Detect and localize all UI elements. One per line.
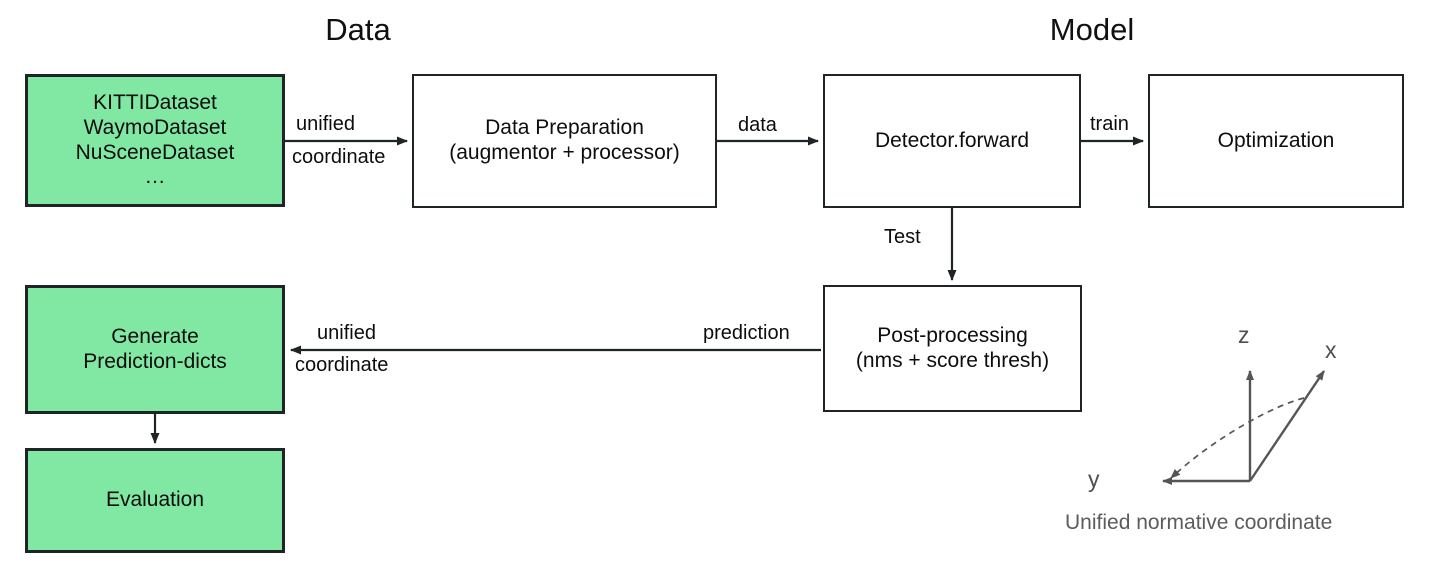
node-optimization[interactable]: Optimization [1148,74,1404,208]
edge-label-data: data [738,114,777,136]
node-post-processing[interactable]: Post-processing (nms + score thresh) [823,285,1082,412]
node-detector-forward[interactable]: Detector.forward [823,74,1081,208]
coordinate-frame-caption: Unified normative coordinate [1065,511,1333,534]
axis-label-x: x [1325,337,1337,363]
node-evaluation[interactable]: Evaluation [25,448,285,553]
edge-label-unified-2: unified [317,322,376,344]
node-generate-prediction-dicts[interactable]: Generate Prediction-dicts [25,285,285,414]
section-title-data: Data [325,12,391,47]
edge-label-unified-1: unified [296,113,355,135]
edge-label-test: Test [884,226,921,248]
edge-label-coordinate-2: coordinate [295,354,389,376]
axis-label-z: z [1238,322,1250,348]
axis-label-y: y [1088,466,1100,492]
edge-label-train: train [1090,113,1129,135]
edge-label-coordinate-1: coordinate [292,146,386,168]
edge-label-prediction: prediction [703,322,790,344]
node-data-preparation[interactable]: Data Preparation (augmentor + processor) [412,74,717,208]
section-title-model: Model [1049,12,1135,47]
coordinate-frame-axes [1162,370,1325,485]
node-datasets[interactable]: KITTIDataset WaymoDataset NuSceneDataset… [25,74,285,207]
